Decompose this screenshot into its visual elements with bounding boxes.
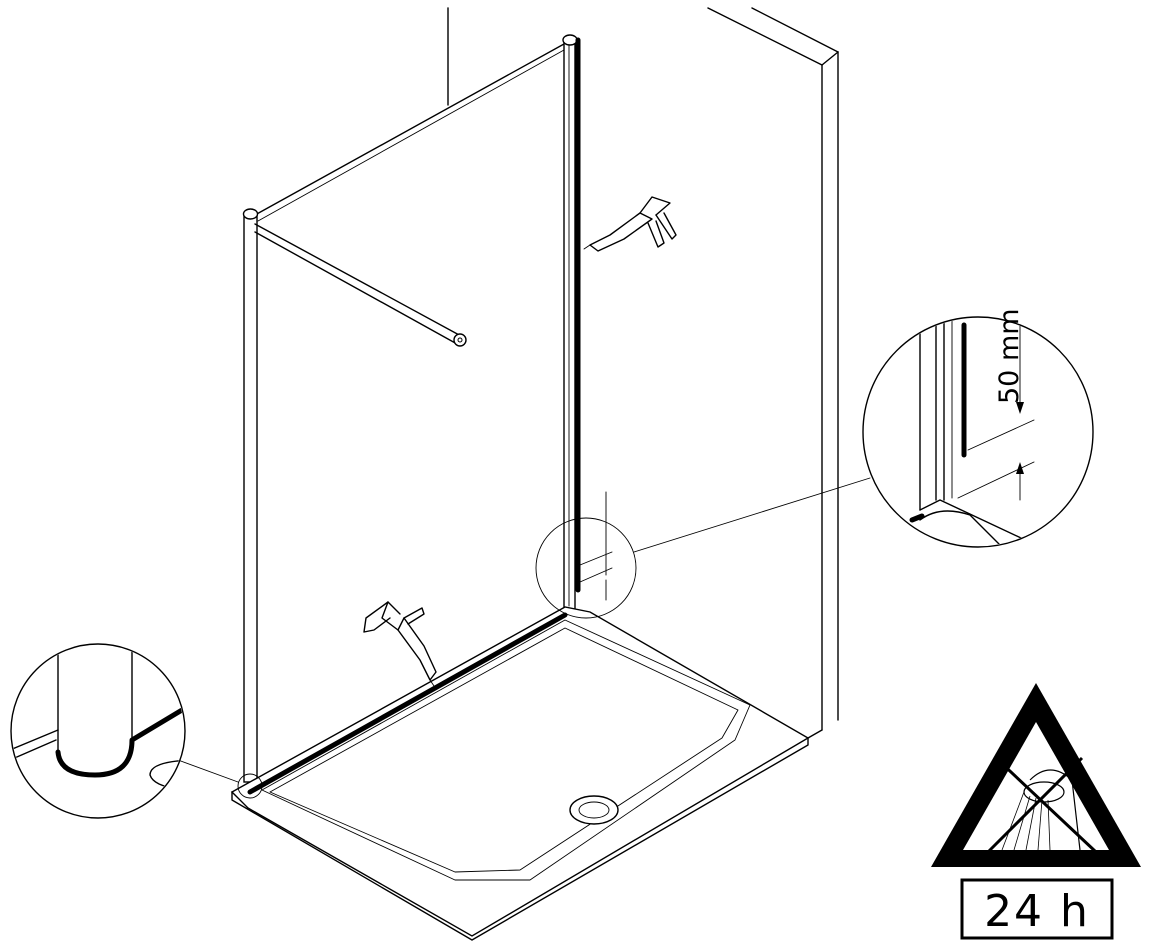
detail-marker-wall	[535, 517, 637, 619]
stabilizer-bar	[254, 223, 467, 347]
no-shower-warning-icon: 24 h	[931, 683, 1141, 940]
gap-dimension-small	[579, 491, 613, 601]
silicone-gun-icon	[583, 196, 677, 252]
gap-dimension-label: 50 mm	[994, 308, 1025, 404]
shower-tray	[230, 606, 810, 941]
detail-callout-left	[10, 643, 186, 819]
silicone-gun-icon	[363, 601, 437, 687]
detail-callout-right: 50 mm	[862, 308, 1094, 548]
wall-outline	[447, 7, 839, 739]
cure-time-label: 24 h	[984, 886, 1090, 937]
detail-marker-corner	[237, 773, 263, 799]
